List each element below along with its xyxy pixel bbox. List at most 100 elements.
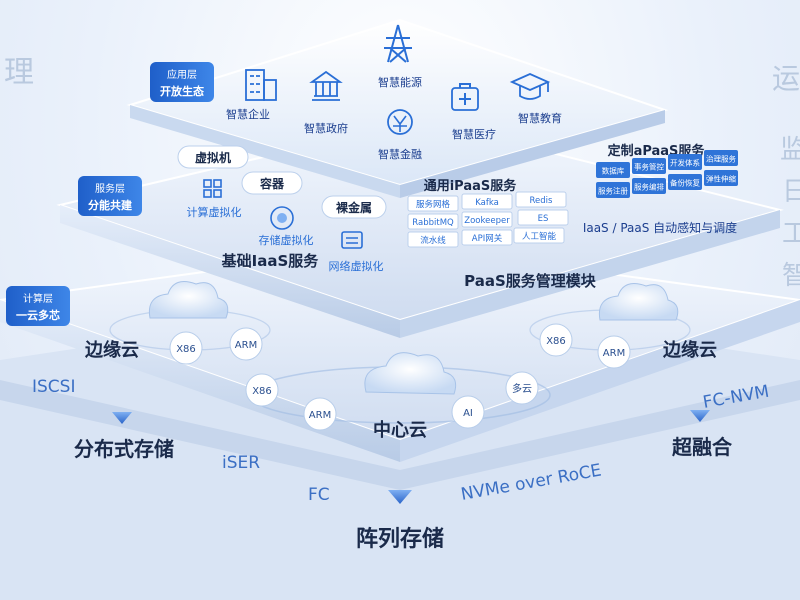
apaas-footer: IaaS / PaaS 自动感知与调度 <box>583 220 737 235</box>
chip-x86: X86 <box>245 373 279 407</box>
array-storage: 阵列存储 <box>356 526 444 552</box>
distributed-storage: 分布式存储 <box>74 437 174 461</box>
svg-text:一云多芯: 一云多芯 <box>16 308 60 322</box>
svg-text:X86: X86 <box>546 336 566 347</box>
chip-ai: AI <box>451 395 485 429</box>
chip-arm: ARM <box>229 327 263 361</box>
apaas-cell: 数据库 <box>596 162 630 178</box>
cloud-icon-left <box>148 281 229 319</box>
chip-多云: 多云 <box>505 371 539 405</box>
ipaas-cell: 流水线 <box>407 231 459 248</box>
svg-text:智慧医疗: 智慧医疗 <box>452 127 496 141</box>
right-side-char-4: 智 <box>782 261 800 291</box>
svg-text:智慧政府: 智慧政府 <box>304 121 348 135</box>
protocol-iser: iSER <box>222 453 260 473</box>
iaas-network: 网络虚拟化 <box>329 259 384 273</box>
arrow-icon-left <box>112 412 132 424</box>
education-icon <box>509 73 551 100</box>
ipaas-title: 通用iPaaS服务 <box>424 178 518 194</box>
svg-text:备份恢复: 备份恢复 <box>670 178 700 188</box>
svg-text:分能共建: 分能共建 <box>88 198 133 212</box>
paas-title: PaaS服务管理模块 <box>464 272 597 290</box>
app-medical: 智慧医疗 <box>451 83 496 141</box>
tag-app-layer: 应用层 开放生态 <box>150 62 214 102</box>
svg-text:数据库: 数据库 <box>602 166 625 176</box>
storage-icon <box>270 206 294 230</box>
grid-icon <box>203 179 222 198</box>
svg-text:智慧企业: 智慧企业 <box>226 107 270 121</box>
svg-text:弹性伸缩: 弹性伸缩 <box>706 174 736 184</box>
svg-text:X86: X86 <box>176 344 196 355</box>
iaas-compute: 计算虚拟化 <box>187 205 242 219</box>
left-side-char: 理 <box>4 55 34 90</box>
protocol-fc: FC <box>308 485 330 505</box>
svg-text:ARM: ARM <box>235 340 257 351</box>
svg-text:Redis: Redis <box>530 196 554 206</box>
svg-text:Zookeeper: Zookeeper <box>464 216 510 226</box>
svg-text:虚拟机: 虚拟机 <box>195 150 231 165</box>
app-government: 智慧政府 <box>304 70 348 135</box>
svg-text:服务注册: 服务注册 <box>598 186 628 196</box>
center-cloud: 中心云 <box>373 419 427 441</box>
ipaas-cell: Redis <box>515 191 567 208</box>
right-side-char-1: 监 <box>780 135 800 165</box>
power-tower-icon <box>384 24 412 63</box>
apaas-section: 定制aPaaS服务 数据库事务管控开发体系治理服务服务注册服务编排备份恢复弹性伸… <box>583 143 738 235</box>
chip-arm: ARM <box>597 335 631 369</box>
ipaas-cell: API网关 <box>461 229 513 246</box>
ipaas-cell: 人工智能 <box>513 227 565 244</box>
right-side-char-3: 工 <box>782 219 800 249</box>
svg-text:ES: ES <box>538 214 549 224</box>
iaas-title: 基础IaaS服务 <box>221 252 320 270</box>
cloud-icon-center <box>364 352 457 395</box>
ipaas-cell: Zookeeper <box>461 211 513 228</box>
svg-text:开发体系: 开发体系 <box>670 158 700 168</box>
svg-text:API网关: API网关 <box>472 233 503 244</box>
chip-arm: ARM <box>303 397 337 431</box>
svg-text:治理服务: 治理服务 <box>706 154 736 164</box>
apaas-cell: 弹性伸缩 <box>704 170 738 186</box>
app-plate <box>126 18 669 198</box>
svg-text:计算层: 计算层 <box>23 292 53 305</box>
svg-text:应用层: 应用层 <box>167 68 197 81</box>
app-education: 智慧教育 <box>509 73 562 125</box>
apaas-cell: 服务注册 <box>596 182 630 198</box>
apaas-cell: 事务管控 <box>632 158 666 174</box>
svg-text:智慧金融: 智慧金融 <box>378 147 422 161</box>
apaas-cell: 服务编排 <box>632 178 666 194</box>
svg-text:服务编排: 服务编排 <box>634 182 664 192</box>
svg-text:多云: 多云 <box>512 382 532 395</box>
pill-container: 容器 <box>241 171 303 195</box>
ipaas-cell: RabbitMQ <box>407 213 459 230</box>
svg-text:RabbitMQ: RabbitMQ <box>412 218 454 228</box>
government-icon <box>309 70 343 101</box>
tag-compute-layer: 计算层 一云多芯 <box>6 286 70 326</box>
building-icon <box>245 69 277 101</box>
hyper-converged: 超融合 <box>671 435 733 459</box>
side-labels: 理 运 监 日 工 智 <box>4 55 800 291</box>
svg-text:Kafka: Kafka <box>475 198 499 208</box>
pill-baremetal: 裸金属 <box>321 195 387 219</box>
app-finance: 智慧金融 <box>378 109 422 161</box>
svg-text:ARM: ARM <box>603 348 625 359</box>
chip-x86: X86 <box>539 323 573 357</box>
apaas-cell: 备份恢复 <box>668 174 702 190</box>
chip-x86: X86 <box>169 331 203 365</box>
svg-text:流水线: 流水线 <box>420 235 446 246</box>
right-side-char-0: 运 <box>772 62 800 95</box>
svg-text:裸金属: 裸金属 <box>336 200 372 215</box>
apaas-cell: 治理服务 <box>704 150 738 166</box>
svg-text:智慧能源: 智慧能源 <box>378 75 422 89</box>
cloud-icon-right <box>598 283 679 321</box>
app-enterprise: 智慧企业 <box>226 69 277 121</box>
apaas-cell: 开发体系 <box>668 154 702 170</box>
svg-text:X86: X86 <box>252 386 272 397</box>
svg-text:人工智能: 人工智能 <box>522 231 557 242</box>
tag-service-layer: 服务层 分能共建 <box>78 176 142 216</box>
ipaas-cell: 服务网格 <box>407 195 459 212</box>
svg-text:容器: 容器 <box>259 176 285 191</box>
